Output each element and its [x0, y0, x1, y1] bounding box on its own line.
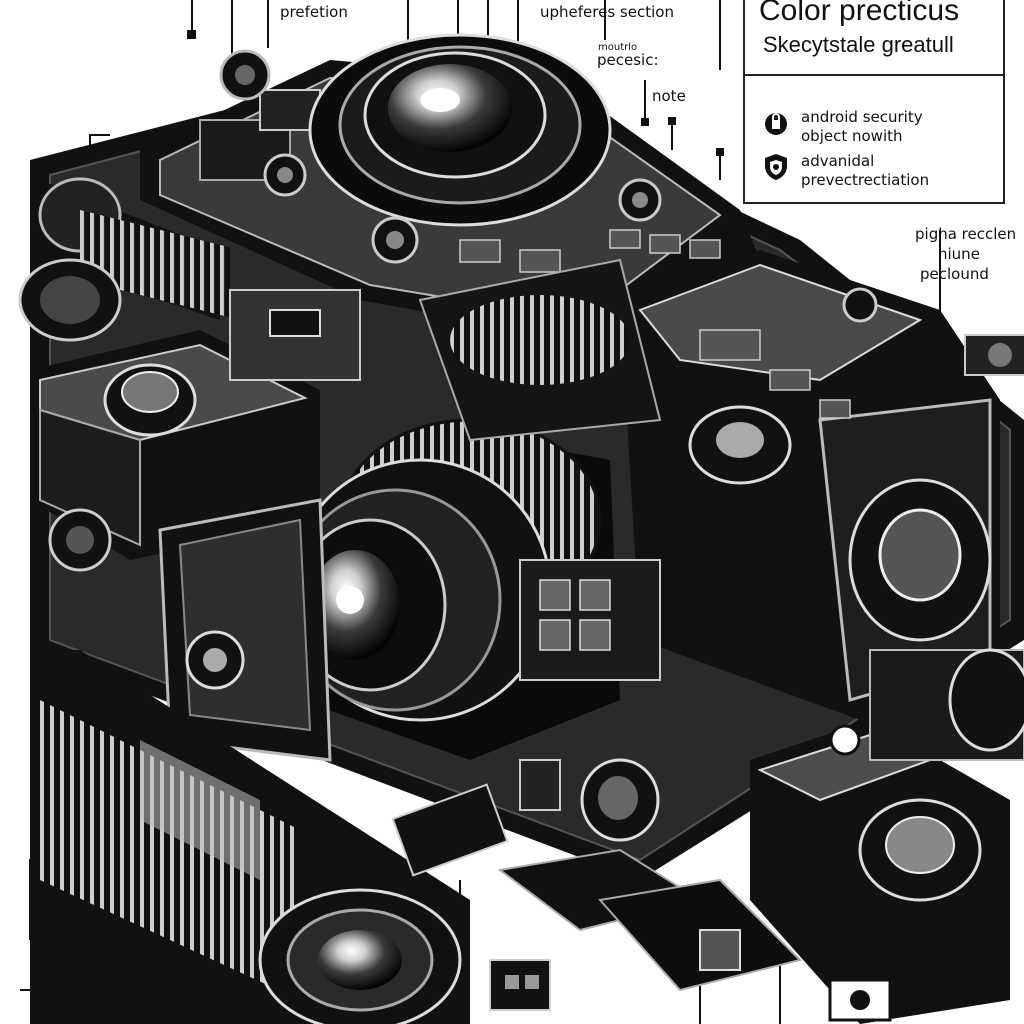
label-prefetion: prefetion [280, 3, 348, 21]
label-urchial-prefecction: urchial prefecction [50, 981, 190, 999]
center-left-frame [158, 498, 332, 762]
legend-item-protection-line-2: prevectrectiation [801, 171, 930, 189]
label-usb: usb [55, 911, 86, 931]
panel-divider [745, 74, 1003, 76]
panel-title: Color precticus [759, 0, 960, 27]
label-note: note [652, 87, 686, 105]
label-pigha-recclen: pigha recclen [915, 225, 1017, 243]
lock-icon [763, 108, 789, 143]
left-camera-module [30, 289, 361, 572]
left-barrel-top [18, 177, 230, 342]
mid-bridge [418, 258, 662, 681]
legend-item-protection: advanidal prevectrectiation [763, 152, 929, 190]
label-pecesic: pecesic: [597, 51, 659, 69]
bottom-center-parts [391, 758, 802, 1011]
label-prefection: prefection [50, 937, 127, 955]
legend-item-security-line-1: android security [801, 108, 923, 126]
label-moutrlo: moutrlo [598, 42, 638, 53]
legend-item-protection-line-1: advanidal [801, 152, 875, 170]
legend-panel: Color precticus Skecytstale greatull and… [743, 0, 1005, 204]
shield-icon [763, 152, 789, 187]
bottom-left-barrel [30, 650, 470, 1024]
label-upheferes-section: upheferes section [540, 3, 674, 21]
label-niune: niune [938, 245, 980, 263]
panel-subtitle: Skecytstale greatull [763, 32, 954, 57]
right-edge-part [964, 334, 1024, 376]
legend-item-security-line-2: object nowith [801, 127, 903, 145]
label-peclound: peclound [920, 265, 989, 283]
label-with: with [50, 897, 74, 910]
bottom-right-module [750, 648, 1024, 1024]
legend-item-security: android security object nowith [763, 108, 923, 146]
right-camera-module [620, 250, 1000, 720]
